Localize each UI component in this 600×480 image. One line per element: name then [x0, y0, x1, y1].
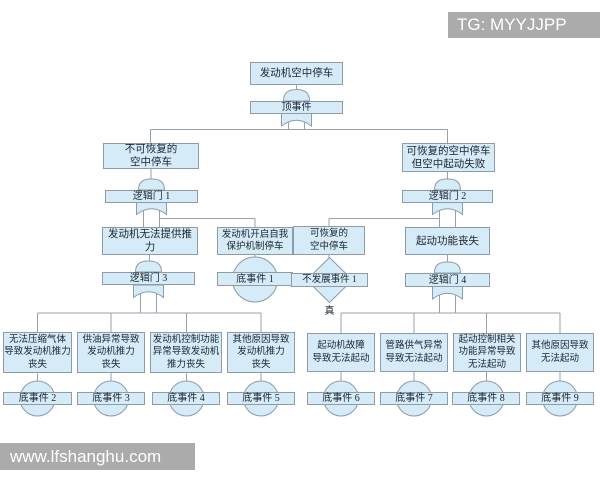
watermark-bottom-left: www.lfshanghu.com [0, 443, 195, 470]
leaf-event-2-box: 无法压缩气体 导致发动机推力 丧失 [3, 332, 72, 373]
intermediate-event-no-thrust: 发动机无法提供推力 [102, 227, 198, 255]
leaf-event-7-box: 管路供气异常 导致无法起动 [380, 333, 448, 372]
logic-gate-2-label: 逻辑门 2 [402, 190, 493, 203]
top-gate-label: 顶事件 [250, 101, 343, 114]
or-gate-4-symbol [432, 261, 463, 301]
or-gate-1-symbol [136, 178, 167, 216]
logic-gate-3-label: 逻辑门 3 [102, 272, 195, 285]
logic-gate-1-label: 逻辑门 1 [105, 190, 198, 203]
intermediate-event-recoverable-restart-fail: 可恢复的空中停车 但空中起动失败 [402, 143, 495, 172]
top-event-box: 发动机空中停车 [250, 62, 343, 85]
basic-event-4-label: 底事件 4 [152, 392, 220, 405]
leaf-event-4-box: 发动机控制功能 异常导致发动机 推力丧失 [150, 332, 222, 373]
leaf-event-6-box: 起动机故障 导致无法起动 [307, 333, 375, 372]
basic-event-8-label: 底事件 8 [452, 392, 520, 405]
intermediate-event-unrecoverable: 不可恢复的 空中停车 [103, 143, 199, 169]
basic-event-6-label: 底事件 6 [307, 392, 375, 405]
basic-event-7-label: 底事件 7 [380, 392, 448, 405]
watermark-top-right: TG: MYYJJPP [448, 12, 600, 38]
event-recoverable-shutdown: 可恢复的 空中停车 [293, 226, 365, 255]
event-self-protection-shutdown: 发动机开启自我 保护机制停车 [217, 227, 293, 255]
intermediate-event-start-function-loss: 起动功能丧失 [405, 227, 490, 255]
undeveloped-event-1-label: 不发展事件 1 [291, 273, 368, 287]
true-note: 真 [324, 306, 335, 317]
basic-event-2-label: 底事件 2 [3, 392, 72, 405]
connector-lines [37, 85, 561, 381]
basic-event-5-label: 底事件 5 [227, 392, 295, 405]
basic-event-3-label: 底事件 3 [77, 392, 145, 405]
leaf-event-5-box: 其他原因导致 发动机推力 丧失 [227, 332, 295, 373]
or-gate-3-symbol [133, 260, 164, 299]
logic-gate-4-label: 逻辑门 4 [405, 273, 490, 287]
or-gate-2-symbol [432, 178, 463, 216]
leaf-event-9-box: 其他原因导致 无法起动 [526, 333, 594, 372]
basic-event-1-label: 底事件 1 [217, 272, 293, 286]
leaf-event-8-box: 起动控制相关 功能异常导致 无法起动 [453, 333, 521, 372]
basic-event-9-label: 底事件 9 [526, 392, 594, 405]
or-gate-top-symbol [281, 88, 312, 128]
leaf-event-3-box: 供油异常导致 发动机推力 丧失 [77, 332, 145, 373]
